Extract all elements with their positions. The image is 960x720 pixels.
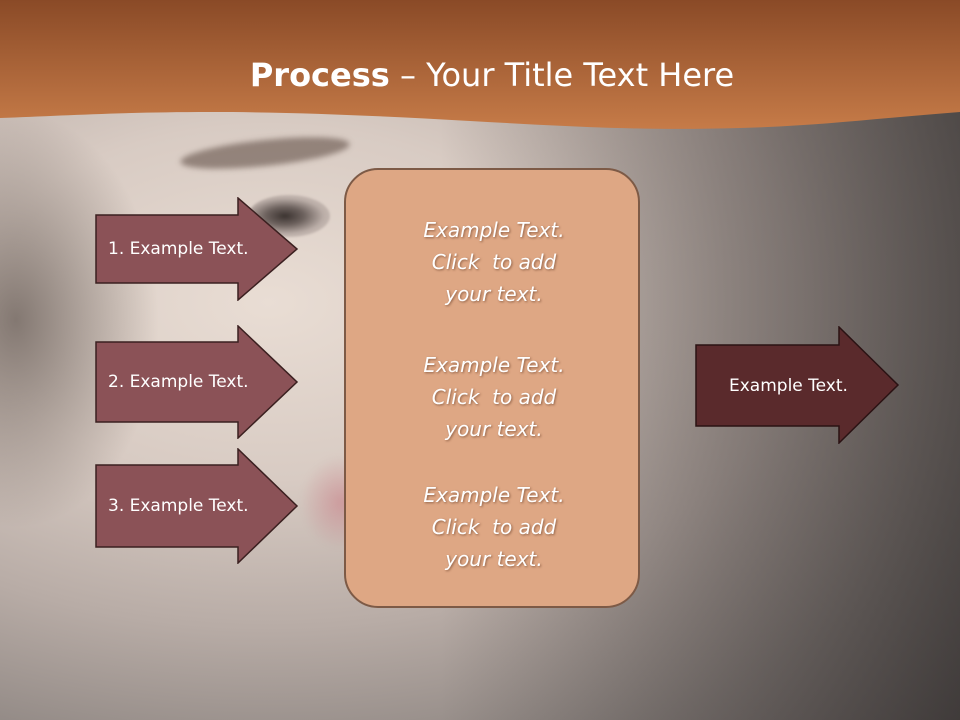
- center-block-3-line-3: your text.: [445, 547, 543, 571]
- arrow-shape: [695, 326, 900, 444]
- right-arrow-label: Example Text.: [729, 375, 848, 396]
- center-block-1-line-1: Example Text.: [423, 218, 565, 242]
- center-block-1: Example Text. Click to add your text.: [346, 214, 642, 310]
- center-block-3-line-1: Example Text.: [423, 483, 565, 507]
- header-banner: [0, 0, 960, 129]
- left-arrow-2[interactable]: 2. Example Text.: [95, 325, 299, 439]
- slide-title[interactable]: Process – Your Title Text Here: [0, 56, 960, 94]
- title-rest: – Your Title Text Here: [389, 56, 735, 94]
- left-arrow-3[interactable]: 3. Example Text.: [95, 448, 299, 564]
- center-block-1-line-3: your text.: [445, 282, 543, 306]
- left-arrow-1[interactable]: 1. Example Text.: [95, 197, 299, 301]
- left-arrow-2-label: 2. Example Text.: [108, 372, 249, 392]
- center-block-3: Example Text. Click to add your text.: [346, 479, 642, 575]
- center-box[interactable]: Example Text. Click to add your text. Ex…: [344, 168, 640, 608]
- center-block-1-line-2: Click to add: [431, 250, 557, 274]
- center-block-2-line-2: Click to add: [431, 385, 557, 409]
- center-block-2: Example Text. Click to add your text.: [346, 349, 642, 445]
- title-bold: Process: [249, 56, 390, 94]
- arrow-shape: [95, 325, 299, 439]
- left-arrow-1-label: 1. Example Text.: [108, 239, 249, 259]
- arrow-shape: [95, 197, 299, 301]
- arrow-shape: [95, 448, 299, 564]
- left-arrow-3-label: 3. Example Text.: [108, 496, 249, 516]
- center-block-2-line-1: Example Text.: [423, 353, 565, 377]
- right-arrow[interactable]: Example Text.: [695, 326, 900, 444]
- background-hair-left: [0, 110, 160, 530]
- center-block-2-line-3: your text.: [445, 417, 543, 441]
- center-block-3-line-2: Click to add: [431, 515, 557, 539]
